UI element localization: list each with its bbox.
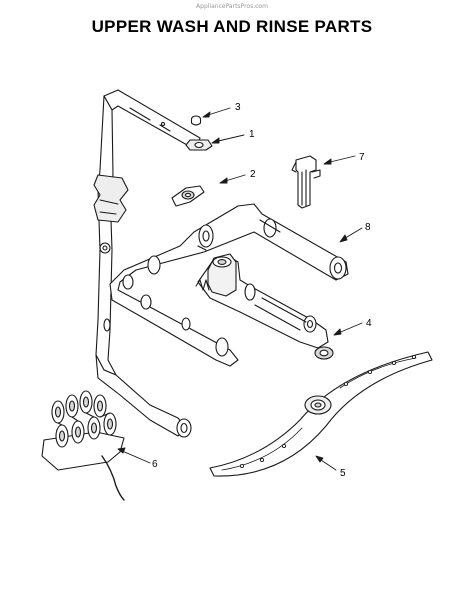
callout-8: 8 [365,222,371,233]
part-6-valve-block [41,390,125,501]
feed-tube [93,89,201,438]
part-2-bracket [171,185,205,207]
part-3-cap [190,115,202,126]
callout-6: 6 [152,459,158,470]
callout-3: 3 [235,102,241,113]
watermark: AppliancePartsPros.com [196,3,268,10]
part-1-mount [185,139,213,151]
callout-5: 5 [340,468,346,479]
part-4-manifold [195,253,334,360]
part-8-rack-tube [109,203,349,367]
callout-2: 2 [250,169,256,180]
page-title: UPPER WASH AND RINSE PARTS [91,17,373,36]
callout-4: 4 [366,318,372,329]
part-5-spray-arm [209,351,433,477]
part-7-clip [291,155,321,209]
callout-7: 7 [359,152,365,163]
leader-lines [117,107,363,471]
callout-1: 1 [249,129,255,140]
